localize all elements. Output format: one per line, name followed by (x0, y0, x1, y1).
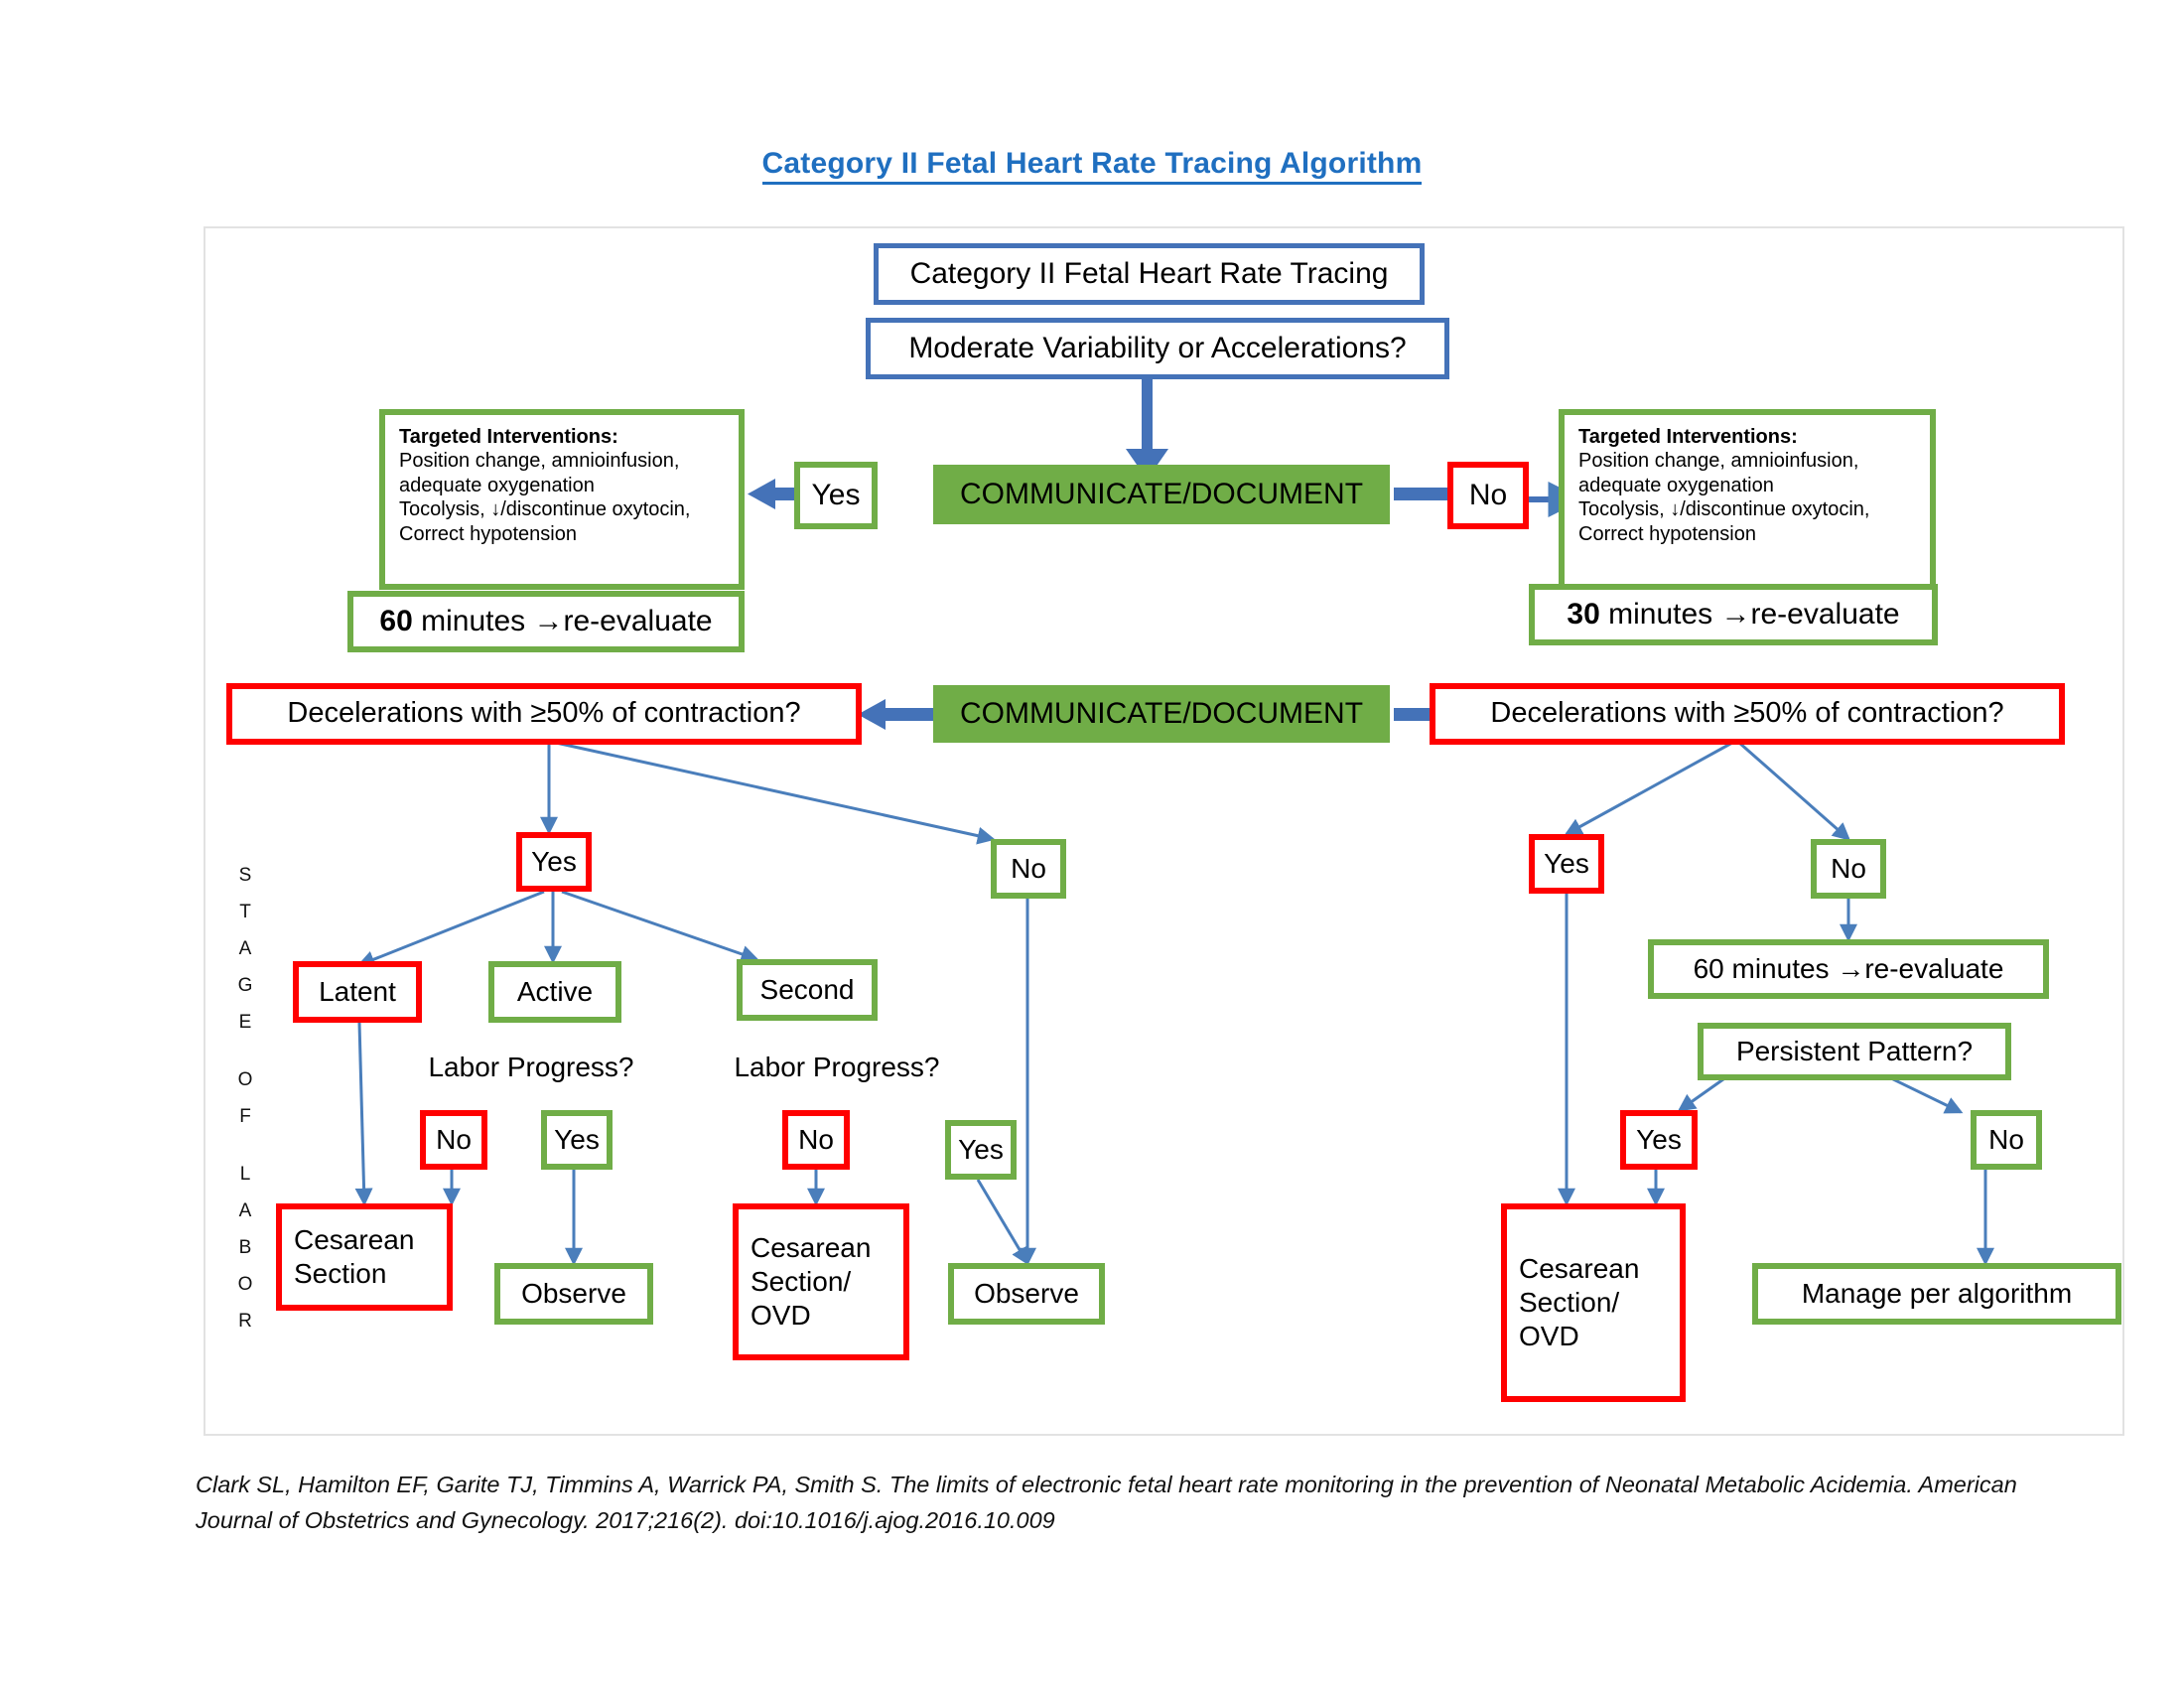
interventions-heading: Targeted Interventions: (399, 426, 618, 448)
node-label: Manage per algorithm (1801, 1277, 2073, 1309)
label-labor-progress-2: Labor Progress? (713, 1048, 961, 1087)
node-label: No (1011, 852, 1046, 884)
label-text: Labor Progress? (734, 1052, 940, 1082)
axis-gap (230, 1144, 260, 1165)
node-communicate-document-second[interactable]: COMMUNICATE/DOCUMENT (933, 685, 1390, 743)
axis-letter: R (238, 1311, 252, 1332)
node-label: Yes (1636, 1123, 1682, 1155)
node-lp2-no[interactable]: No (782, 1110, 850, 1170)
node-reevaluate-60-left[interactable]: 60 minutes →re-evaluate (347, 591, 745, 652)
node-outcome-cesarean-ovd-left[interactable]: Cesarean Section/ OVD (733, 1203, 909, 1360)
node-decelerations-left[interactable]: Decelerations with ≥50% of contraction? (226, 683, 862, 745)
node-right-yes[interactable]: Yes (1529, 834, 1604, 894)
node-label: Category II Fetal Heart Rate Tracing (909, 256, 1389, 290)
node-right-reevaluate-60[interactable]: 60 minutes →re-evaluate (1648, 939, 2049, 999)
node-left-yes[interactable]: Yes (516, 832, 592, 892)
node-outcome-observe-1[interactable]: Observe (494, 1263, 653, 1325)
stage-of-labor-axis: S T A G E O F L A B O R (230, 866, 260, 1348)
node-targeted-interventions-left[interactable]: Targeted Interventions: Position change,… (379, 409, 745, 590)
node-lp1-yes[interactable]: Yes (541, 1110, 613, 1170)
axis-letter: E (238, 1012, 252, 1033)
node-label: Cesarean Section/ OVD (1519, 1252, 1640, 1352)
node-outcome-cesarean-section[interactable]: Cesarean Section (276, 1203, 453, 1311)
interventions-line: Correct hypotension (399, 522, 577, 545)
node-outcome-observe-2[interactable]: Observe (948, 1263, 1105, 1325)
node-label: COMMUNICATE/DOCUMENT (959, 477, 1364, 510)
node-label: COMMUNICATE/DOCUMENT (959, 696, 1364, 730)
node-stage-active[interactable]: Active (488, 961, 621, 1023)
node-outcome-manage-per-algorithm[interactable]: Manage per algorithm (1752, 1263, 2121, 1325)
node-label: Second (759, 973, 855, 1005)
axis-letter: O (237, 1069, 253, 1090)
axis-letter: T (239, 902, 251, 922)
axis-letter: F (239, 1106, 251, 1127)
axis-gap (230, 1050, 260, 1070)
interventions-line: Tocolysis, ↓/discontinue oxytocin, (399, 498, 691, 521)
node-targeted-interventions-right[interactable]: Targeted Interventions: Position change,… (1559, 409, 1936, 590)
node-label: Yes (554, 1123, 600, 1155)
node-label: 60 minutes →re-evaluate (1693, 952, 2004, 984)
reevaluate-minutes: 60 (379, 604, 413, 637)
axis-letter: B (238, 1237, 252, 1258)
reevaluate-rest: minutes →re-evaluate (1599, 597, 1900, 631)
node-branch-no-top[interactable]: No (1447, 462, 1529, 529)
node-label: Latent (319, 975, 396, 1007)
node-label: Decelerations with ≥50% of contraction? (1490, 697, 2004, 730)
label-text: Labor Progress? (428, 1052, 634, 1082)
node-stage-second[interactable]: Second (737, 959, 878, 1021)
node-lp1-no[interactable]: No (420, 1110, 487, 1170)
node-outcome-cesarean-ovd-right[interactable]: Cesarean Section/ OVD (1501, 1203, 1686, 1402)
reevaluate-rest: minutes →re-evaluate (412, 604, 713, 637)
node-moderate-variability-question[interactable]: Moderate Variability or Accelerations? (866, 318, 1449, 379)
node-label: Cesarean Section/ OVD (751, 1231, 872, 1332)
page-title: Category II Fetal Heart Rate Tracing Alg… (0, 147, 2184, 185)
node-lp2-yes[interactable]: Yes (945, 1120, 1017, 1180)
node-pp-no[interactable]: No (1971, 1110, 2042, 1170)
node-label: No (1988, 1123, 2024, 1155)
node-label: Observe (521, 1277, 626, 1309)
axis-letter: O (237, 1274, 253, 1295)
node-label: Yes (1544, 847, 1589, 879)
interventions-line: Correct hypotension (1578, 522, 1756, 545)
node-decelerations-right[interactable]: Decelerations with ≥50% of contraction? (1430, 683, 2065, 745)
interventions-line: adequate oxygenation (399, 474, 595, 496)
axis-letter: L (239, 1164, 251, 1185)
node-category-ii-tracing[interactable]: Category II Fetal Heart Rate Tracing (874, 243, 1425, 305)
interventions-heading: Targeted Interventions: (1578, 426, 1798, 448)
node-branch-yes-top[interactable]: Yes (794, 462, 878, 529)
axis-letter: A (238, 1200, 252, 1221)
node-left-no[interactable]: No (991, 839, 1066, 899)
node-label: Persistent Pattern? (1735, 1035, 1974, 1066)
diagram-frame (204, 226, 2124, 1436)
interventions-line: Position change, amnioinfusion, (399, 450, 680, 473)
label-labor-progress-1: Labor Progress? (407, 1048, 655, 1087)
node-pp-yes[interactable]: Yes (1620, 1110, 1698, 1170)
node-label: Decelerations with ≥50% of contraction? (287, 697, 801, 730)
node-label: No (436, 1123, 472, 1155)
page-title-text: Category II Fetal Heart Rate Tracing Alg… (761, 147, 1423, 185)
axis-letter: A (238, 938, 252, 959)
node-label: Yes (531, 845, 577, 877)
node-stage-latent[interactable]: Latent (293, 961, 422, 1023)
interventions-line: adequate oxygenation (1578, 474, 1774, 496)
node-label: Yes (958, 1133, 1004, 1165)
node-label: No (1468, 478, 1508, 511)
node-label: Cesarean Section (294, 1223, 415, 1289)
node-communicate-document-top[interactable]: COMMUNICATE/DOCUMENT (933, 465, 1390, 524)
node-reevaluate-30-right[interactable]: 30 minutes →re-evaluate (1529, 584, 1938, 645)
node-right-no[interactable]: No (1811, 839, 1886, 899)
interventions-line: Position change, amnioinfusion, (1578, 450, 1859, 473)
axis-letter: G (237, 975, 253, 996)
axis-letter: S (238, 865, 252, 886)
node-label: Active (516, 975, 594, 1007)
reevaluate-minutes: 30 (1567, 597, 1600, 631)
node-label: Moderate Variability or Accelerations? (908, 331, 1407, 364)
node-label: Observe (974, 1277, 1079, 1309)
citation-text: Clark SL, Hamilton EF, Garite TJ, Timmin… (196, 1472, 2017, 1533)
node-persistent-pattern[interactable]: Persistent Pattern? (1698, 1023, 2011, 1080)
node-label: No (1831, 852, 1866, 884)
interventions-line: Tocolysis, ↓/discontinue oxytocin, (1578, 498, 1870, 521)
node-label: No (798, 1123, 834, 1155)
node-label: Yes (811, 478, 861, 511)
